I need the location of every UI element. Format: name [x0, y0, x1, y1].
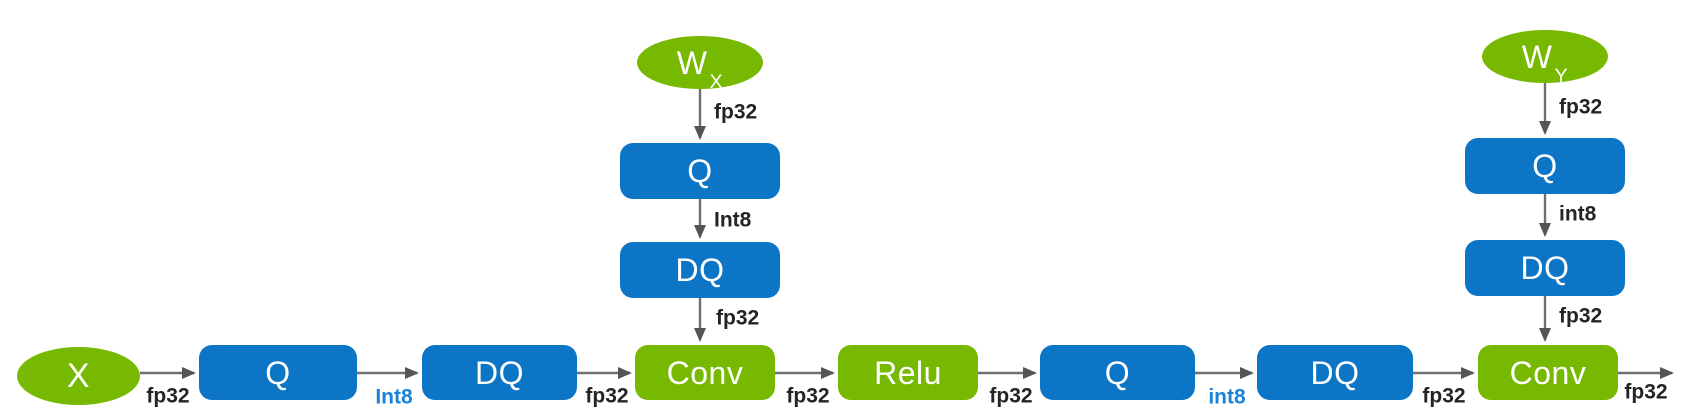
- dq1-label: DQ: [475, 354, 524, 391]
- wy-q-node: Q: [1465, 138, 1625, 194]
- wy-dq-node: DQ: [1465, 240, 1625, 296]
- wy-dq-label: DQ: [1520, 250, 1570, 286]
- input-x-node: X: [17, 347, 140, 405]
- input-x-label: X: [66, 357, 91, 395]
- wy-q-label: Q: [1532, 148, 1558, 184]
- edge-label-wxdq-conv1: fp32: [716, 306, 760, 330]
- dq1-node: DQ: [422, 345, 577, 400]
- weight-x-label: W: [676, 44, 708, 81]
- edge-label-dq2-conv2: fp32: [1422, 384, 1466, 408]
- q1-node: Q: [199, 345, 357, 400]
- q2-label: Q: [1104, 354, 1131, 391]
- wx-q-label: Q: [687, 153, 713, 189]
- weight-y-subscript: Y: [1554, 65, 1569, 88]
- conv2-node: Conv: [1478, 345, 1618, 400]
- edge-label-wyq-dq: int8: [1559, 202, 1597, 226]
- q1-label: Q: [265, 354, 291, 391]
- conv1-label: Conv: [666, 354, 744, 391]
- wx-dq-node: DQ: [620, 242, 780, 298]
- edge-label-wydq-conv2: fp32: [1559, 304, 1603, 328]
- relu-label: Relu: [874, 354, 942, 391]
- dq2-label: DQ: [1310, 354, 1360, 391]
- weight-y-label: W: [1521, 38, 1553, 75]
- dq2-node: DQ: [1257, 345, 1413, 400]
- edge-label-q2-dq2: int8: [1208, 385, 1246, 409]
- conv2-label: Conv: [1509, 354, 1587, 391]
- q2-node: Q: [1040, 345, 1195, 400]
- edge-label-q1-dq1: Int8: [375, 385, 413, 409]
- wx-q-node: Q: [620, 143, 780, 199]
- edge-label-relu-q2: fp32: [989, 384, 1033, 408]
- relu-node: Relu: [838, 345, 978, 400]
- wx-dq-label: DQ: [675, 252, 725, 288]
- weight-x-subscript: X: [709, 71, 724, 94]
- conv1-node: Conv: [635, 345, 775, 400]
- edge-label-wx-q: fp32: [714, 100, 758, 124]
- edge-label-conv1-relu: fp32: [786, 384, 830, 408]
- edge-label-wxq-dq: Int8: [714, 208, 752, 232]
- edge-label-wy-q: fp32: [1559, 95, 1603, 119]
- edge-label-dq1-conv1: fp32: [585, 384, 629, 408]
- edge-label-x-q1: fp32: [146, 384, 190, 408]
- edge-label-conv2-out: fp32: [1624, 380, 1668, 404]
